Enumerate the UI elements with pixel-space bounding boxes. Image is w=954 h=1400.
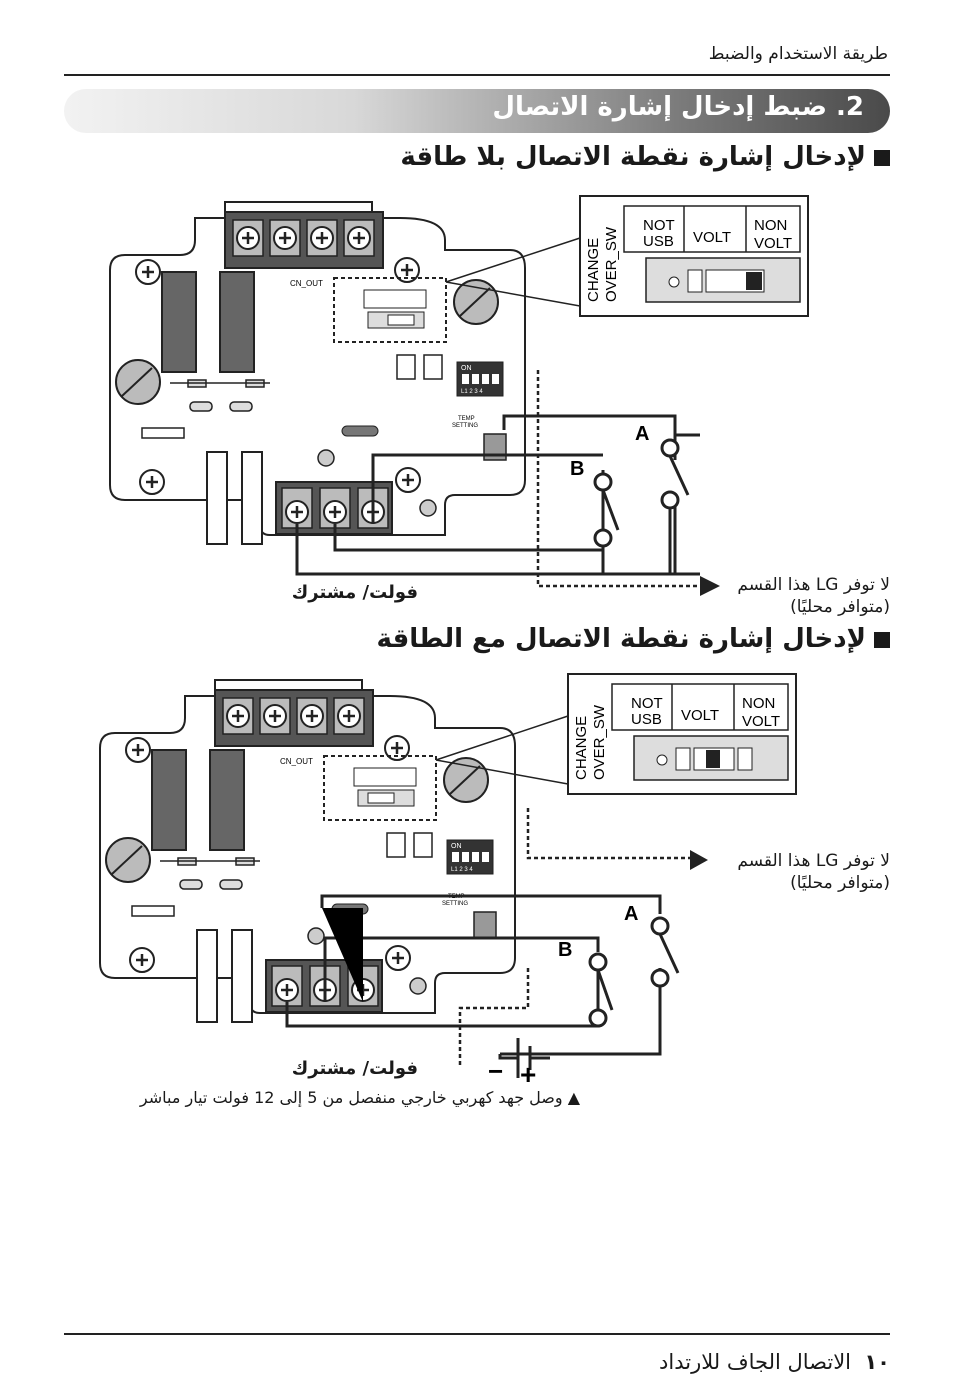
not-supplied-note-2: لا توفر LG هذا القسم (متوافر محليًا) bbox=[737, 850, 890, 894]
battery-minus-label: − bbox=[488, 1056, 503, 1086]
not-supplied-line1: لا توفر LG هذا القسم bbox=[737, 575, 890, 595]
non-volt-line1-2: NON bbox=[742, 695, 775, 712]
page-number: ١٠ bbox=[864, 1350, 890, 1374]
cn-out-label: CN_OUT bbox=[290, 279, 323, 288]
subsection-title-1-text: لإدخال إشارة نقطة الاتصال بلا طاقة bbox=[400, 142, 866, 172]
not-usb-line2: USB bbox=[643, 233, 674, 250]
setting-label: SETTING bbox=[452, 423, 478, 429]
footer-rule bbox=[64, 1333, 890, 1335]
not-usb-line2-2: USB bbox=[631, 711, 662, 728]
battery-plus-label: + bbox=[520, 1059, 536, 1088]
non-volt-line2-2: VOLT bbox=[742, 713, 780, 730]
wiring-diagram-2: CN_OUT ON L1 2 3 4 TEMP SETTING CHANGE O… bbox=[99, 673, 797, 1088]
section-banner bbox=[64, 89, 890, 133]
not-supplied-line1-2: لا توفر LG هذا القسم bbox=[737, 851, 890, 871]
change-over-line1: CHANGE bbox=[585, 238, 602, 302]
subsection-title-2-text: لإدخال إشارة نقطة الاتصال مع الطاقة bbox=[376, 624, 866, 654]
dip-nums-label: L1 2 3 4 bbox=[461, 389, 483, 395]
square-bullet-icon bbox=[874, 149, 890, 166]
temp-label: TEMP bbox=[458, 416, 475, 422]
terminal-label-1: فولت/ مشترك bbox=[291, 582, 418, 603]
cn-out-label-2: CN_OUT bbox=[280, 757, 313, 766]
non-volt-line2: VOLT bbox=[754, 235, 792, 252]
section-title: 2. ضبط إدخال إشارة الاتصال bbox=[492, 92, 864, 122]
square-bullet-icon bbox=[874, 631, 890, 648]
header-rule bbox=[64, 74, 890, 76]
not-supplied-line2: (متوافر محليًا) bbox=[790, 597, 890, 617]
label-b-1: B bbox=[570, 458, 584, 480]
volt-label-2: VOLT bbox=[681, 707, 719, 724]
footer-title: الاتصال الجاف للارتداد bbox=[659, 1350, 851, 1374]
label-a-2: A bbox=[624, 903, 638, 925]
power-note: ▲ وصل جهد كهربي خارجي منفصل من 5 إلى 12 … bbox=[139, 1088, 580, 1107]
volt-label: VOLT bbox=[693, 229, 731, 246]
not-usb-line1-2: NOT bbox=[631, 695, 663, 712]
not-usb-line1: NOT bbox=[643, 217, 675, 234]
terminal-label-2: فولت/ مشترك bbox=[291, 1058, 418, 1079]
subsection-title-1: لإدخال إشارة نقطة الاتصال بلا طاقة bbox=[400, 142, 890, 172]
not-supplied-note-1: لا توفر LG هذا القسم (متوافر محليًا) bbox=[737, 574, 890, 618]
label-a-1: A bbox=[635, 423, 649, 445]
setting-label-2: SETTING bbox=[442, 901, 468, 907]
dip-on-label-2: ON bbox=[451, 843, 462, 850]
dip-nums-label-2: L1 2 3 4 bbox=[451, 867, 473, 873]
change-over-line2: OVER_SW bbox=[603, 226, 620, 302]
change-over-line1-2: CHANGE bbox=[573, 716, 590, 780]
dip-on-label: ON bbox=[461, 365, 472, 372]
label-b-2: B bbox=[558, 939, 572, 961]
footer: ١٠ الاتصال الجاف للارتداد bbox=[659, 1350, 890, 1374]
wiring-diagram-1: CN_OUT ON L1 2 3 4 TEMP SETTING CHANGE O… bbox=[109, 195, 809, 596]
running-header: طريقة الاستخدام والضبط bbox=[708, 44, 888, 64]
change-over-line2-2: OVER_SW bbox=[591, 704, 608, 780]
non-volt-line1: NON bbox=[754, 217, 787, 234]
not-supplied-line2-2: (متوافر محليًا) bbox=[790, 873, 890, 893]
subsection-title-2: لإدخال إشارة نقطة الاتصال مع الطاقة bbox=[376, 624, 890, 654]
